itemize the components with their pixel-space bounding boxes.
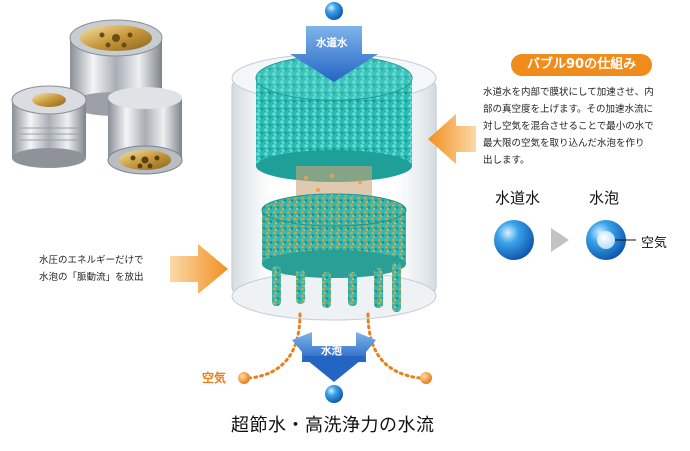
outlet-jets [272, 262, 401, 312]
left-note: 水圧のエネルギーだけで 水泡の「脈動流」を放出 [39, 252, 144, 286]
mechanism-line: 出します。 [483, 155, 530, 166]
mechanism-line: 対し空気を混合させることで最小の水で [483, 121, 654, 132]
water-drop-icon [325, 2, 343, 20]
air-dot-right-icon [420, 372, 432, 384]
mechanism-badge: バブル90の仕組み [511, 54, 653, 76]
legend-air-label: 空気 [641, 236, 668, 251]
product-photo [11, 19, 183, 175]
left-arrow-icon [428, 114, 476, 164]
right-arrow-icon [170, 244, 228, 294]
top-water-label: 水道水 [316, 37, 348, 49]
aerator-nozzle-right [107, 87, 183, 175]
legend-bubble-label: 水泡 [589, 189, 620, 207]
air-label-orange: 空気 [202, 371, 227, 385]
mechanism-description: 水道水を内部で膜状にして加速させ、内 部の真空度を上げます。その加速水流に 対し… [483, 84, 654, 169]
down-arrow-icon [290, 26, 378, 82]
left-note-line: 水泡の「脈動流」を放出 [39, 272, 144, 283]
triangle-arrow-icon [551, 228, 569, 252]
air-dot-left-icon [238, 372, 250, 384]
bottom-title: 超節水・高洗浄力の水流 [231, 415, 435, 436]
mechanism-line: 部の真空度を上げます。その加速水流に [483, 104, 654, 115]
bubble-arrow-label: 水泡 [321, 345, 342, 357]
mechanism-line: 最大限の空気を取り込んだ水泡を作り [483, 138, 645, 149]
left-note-line: 水圧のエネルギーだけで [39, 255, 144, 266]
bubble-output-arrow-icon [292, 332, 376, 382]
water-bubble-icon [325, 385, 343, 403]
air-flow-curves [248, 312, 422, 380]
aerator-nozzle-left [11, 85, 87, 168]
lower-mixing-disc [261, 193, 407, 278]
mechanism-line: 水道水を内部で膜状にして加速させ、内 [483, 87, 654, 98]
aerator-cross-section [231, 53, 437, 321]
water-sphere-icon [494, 220, 534, 260]
legend-water-label: 水道水 [495, 189, 541, 207]
bubble-sphere-icon [586, 220, 636, 260]
